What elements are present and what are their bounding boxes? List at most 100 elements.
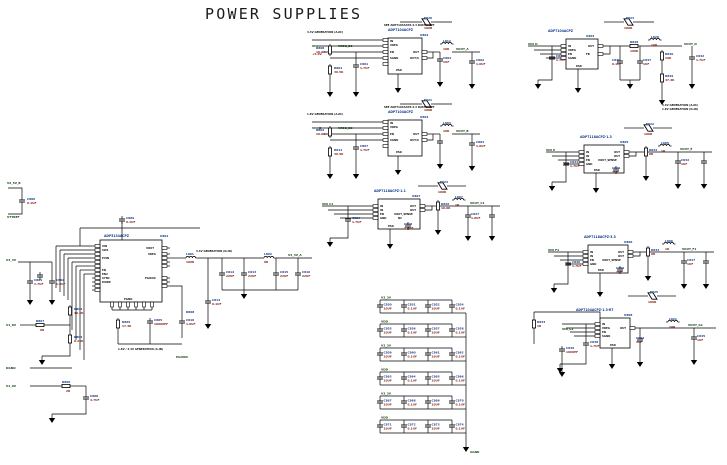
reg-c-part: ADP7118ACPZ-1.1 <box>374 189 406 193</box>
reg-d-note-2: 1.8V GENERATION (D-IN) <box>662 107 698 111</box>
reg-g-bead-val: 100R <box>648 300 657 304</box>
reg-a-pin-sgnd: SGND <box>390 56 399 60</box>
reg-a-cap-f-ref: C804 <box>443 56 451 60</box>
cap-array-val: 10UF <box>432 379 440 383</box>
reg-f-pin-gnd: GND <box>590 262 597 266</box>
cap-ref-c801: C801 <box>34 278 42 282</box>
reg-c-pin-nc: NC <box>398 216 402 220</box>
reg-d-pin-in: IN <box>568 44 571 48</box>
cap-array-ref: C857 <box>432 327 440 331</box>
block-reg-g: ADP7104ACPZ-1.3-R7 U808 IN VREG EN SGND … <box>532 290 716 378</box>
cap-array-ref: C872 <box>408 423 416 427</box>
cap-array-val: 0.1UF <box>408 403 417 407</box>
reg-g-cap-in-val: 1.7UF <box>590 344 599 348</box>
reg-b-ind-val: 10R <box>443 129 450 133</box>
cap-array-val: 0.1UF <box>408 427 417 431</box>
reg-b-cap-out-ref: C803 <box>476 140 484 144</box>
reg-b-cap-in-ref: C807 <box>360 144 368 148</box>
cap-symbol <box>400 301 408 311</box>
reg-g-pin-en: EN <box>602 330 606 334</box>
reg-b-ind-ref: L803 <box>443 121 451 125</box>
cap-array-ref: C859 <box>384 351 392 355</box>
reg-d-cap-in-ref: C821 <box>556 54 564 58</box>
reg-a-bead-val: 100R <box>424 26 433 30</box>
ic-pins-bottom: PGND <box>110 297 154 311</box>
reg-f-ind-ref: L806 <box>665 239 673 243</box>
cap-array-ref: C867 <box>384 399 392 403</box>
reg-c-pin-en: EN <box>380 212 384 216</box>
reg-e-pin-out1: OUT <box>614 150 620 154</box>
reg-f-net-out: VOUT_F1 <box>682 247 696 251</box>
reg-g-ind-ref: L821 <box>669 317 677 321</box>
ic-pins-right: VOUT VREG PGOOD <box>145 246 170 288</box>
cap-symbol <box>448 421 456 431</box>
reg-b-bead-val: 100R <box>424 108 433 112</box>
reg-a-net-in: VIN <box>312 44 318 48</box>
reg-d-pin-en: EN <box>568 52 572 56</box>
reg-a-body <box>387 37 423 75</box>
cap-array-ref: C851 <box>408 303 416 307</box>
res-ref-r807: R807 <box>36 319 44 323</box>
cap-array-val: 0.1UF <box>456 403 465 407</box>
reg-a-pin-vreg: VREG <box>390 43 398 47</box>
pin-label-pgnd: PGND <box>124 297 133 301</box>
cap-val-c813: 22UF <box>248 274 256 278</box>
reg-a-cap-f-val: 1UF <box>443 60 449 64</box>
reg-d-cap1-ref: C840 <box>612 58 620 62</box>
cap-symbol <box>448 373 456 383</box>
reg-f-cap-in-val: 1.7UF <box>572 264 581 268</box>
reg-a-ref: U802 <box>420 33 428 37</box>
reg-a-cap-out-val: 1.0UF <box>476 62 485 66</box>
reg-d-net-out: VOUT_D <box>684 42 697 46</box>
ind-val-l802: 0R <box>264 260 269 264</box>
pin-label-sw1: SW1 <box>102 248 109 252</box>
reg-b-part-note: SEE ADP7104ACPZ-3.3 DATASHEET <box>384 105 435 109</box>
reg-f-cap-out-ref: C837 <box>687 258 695 262</box>
cap-val-c808: 4.7UF <box>90 398 99 402</box>
reg-g-cap-mid-ref: C844 <box>636 336 644 340</box>
reg-f-net-in: VIN_F1 <box>548 248 559 252</box>
reg-c-cap-mid-ref: C818 <box>404 222 412 226</box>
cap-ref-c805: C805 <box>154 318 162 322</box>
cap-val-c810: 1.0UF <box>186 322 195 326</box>
pin-label-mode: MODE <box>102 280 111 284</box>
reg-f-cap-mid-ref: C834 <box>616 266 624 270</box>
reg-g-pin-pad: PAD <box>610 343 617 347</box>
reg-e-body <box>583 144 625 174</box>
reg-g-ind-val: 10R <box>669 325 676 329</box>
reg-e-pin-gnd: GND <box>586 162 593 166</box>
reg-a-ind-ref: L812 <box>443 39 451 43</box>
res-ref-r805: R805 <box>122 320 130 324</box>
reg-b-res-bot-val: 36.5K <box>334 152 344 156</box>
reg-g-res-val: 1R <box>537 324 542 328</box>
cap-symbol <box>424 349 432 359</box>
block-reg-d: ADP7104ACPZ U804 IN VREG EN SGND OUT FB … <box>528 16 705 111</box>
reg-b-net-mid: VREG_B2 <box>338 126 352 130</box>
reg-e-cap-in-val: 1.7UF <box>570 164 579 168</box>
cap-ref-c802: C802 <box>56 278 64 282</box>
cap-array-val: 10UF <box>384 355 392 359</box>
reg-b-part: ADP7104ACPZ <box>388 110 414 114</box>
cap-array-ref: C862 <box>456 351 464 355</box>
cap-array-ref: C863 <box>384 375 392 379</box>
net-label-dgnd: DGND <box>6 366 16 370</box>
reg-e-pin-in1: IN <box>586 150 589 154</box>
res-val-r803: 40.2K <box>74 311 84 315</box>
ind-val-l801: 100R <box>186 260 195 264</box>
reg-c-pin-in2: IN <box>380 208 383 212</box>
reg-c-cap-out-val: 1.0UF <box>471 216 480 220</box>
reg-b-ref: U803 <box>420 115 428 119</box>
cap-symbol <box>424 325 432 335</box>
cap-val-c812: 22UF <box>226 274 234 278</box>
cap-val-c809: 0.1UF <box>126 220 135 224</box>
reg-a-part-note: SEE ADP7104ACPZ-3.3 DATASHEET <box>384 23 435 27</box>
reg-e-pin-out2: OUT <box>614 154 620 158</box>
reg-e-cap-mid-val: 1UF <box>612 170 618 174</box>
reg-d-pin-out: OUT <box>588 44 594 48</box>
cap-array-val: 0.1UF <box>408 307 417 311</box>
cap-array-ref: C870 <box>456 399 464 403</box>
reg-f-res-val: 0R <box>651 252 656 256</box>
reg-a-pin-pad: PAD <box>396 68 403 72</box>
reg-e-net-in: VIN_E <box>546 148 555 152</box>
reg-e-ind-ref: L805 <box>661 141 669 145</box>
